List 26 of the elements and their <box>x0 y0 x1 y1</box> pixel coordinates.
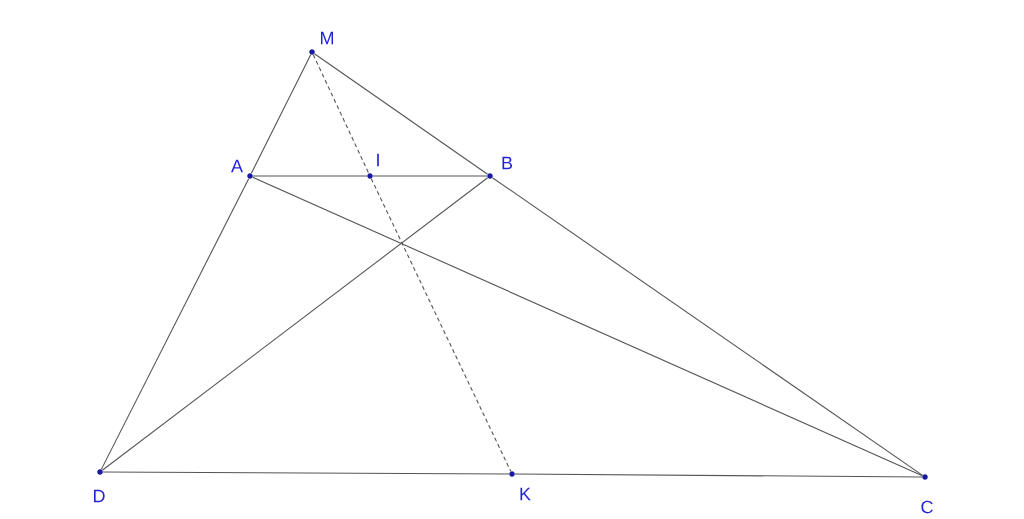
labeled-point: B <box>487 156 513 179</box>
labeled-point: K <box>509 471 531 501</box>
line-segment <box>372 175 488 177</box>
labeled-point: D <box>94 469 105 503</box>
node-label: D <box>93 489 105 503</box>
line-segment <box>313 53 489 175</box>
line-segment <box>250 54 312 174</box>
line-segment <box>514 473 923 478</box>
line-segment <box>102 471 510 475</box>
labeled-point: M <box>309 31 334 55</box>
labeled-point: A <box>231 159 253 179</box>
node-label: I <box>377 153 379 167</box>
line-segment <box>100 178 250 470</box>
line-segment <box>312 54 370 174</box>
line-segment <box>252 175 368 177</box>
labeled-point: I <box>367 153 379 179</box>
line-segment <box>101 177 489 471</box>
line-segment <box>491 177 924 476</box>
labeled-point: C <box>921 474 933 514</box>
line-segment <box>252 176 923 477</box>
node-label: A <box>231 159 243 173</box>
node-label: M <box>320 31 334 45</box>
node-label: B <box>502 156 513 170</box>
node-label: C <box>921 500 933 514</box>
line-segment <box>370 178 512 472</box>
node-label: K <box>520 487 531 501</box>
